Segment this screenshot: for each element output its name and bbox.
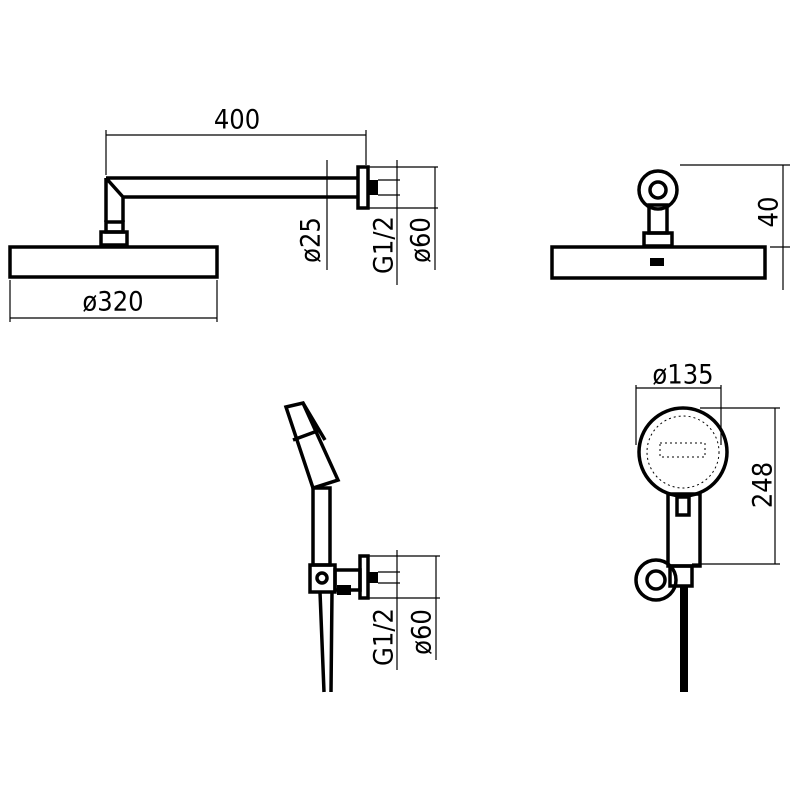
hand-shower-side-view	[283, 400, 440, 693]
dim-hand-thread: G1/2	[369, 608, 400, 666]
dim-hand-flange-diameter: ø60	[407, 609, 438, 655]
dim-flange-diameter: ø60	[406, 217, 437, 263]
overhead-shower-side-view	[8, 130, 438, 322]
hand-shower-front-view	[634, 385, 780, 692]
dim-arm-length: 400	[214, 105, 260, 136]
dim-hand-length: 248	[748, 462, 779, 508]
dim-thread: G1/2	[369, 216, 400, 274]
dim-arm-diameter: ø25	[296, 217, 327, 263]
dim-hand-head-diameter: ø135	[652, 360, 713, 391]
dim-head-diameter: ø320	[82, 287, 143, 318]
dim-arm-height: 40	[754, 197, 785, 228]
overhead-shower-front-view	[550, 164, 790, 290]
